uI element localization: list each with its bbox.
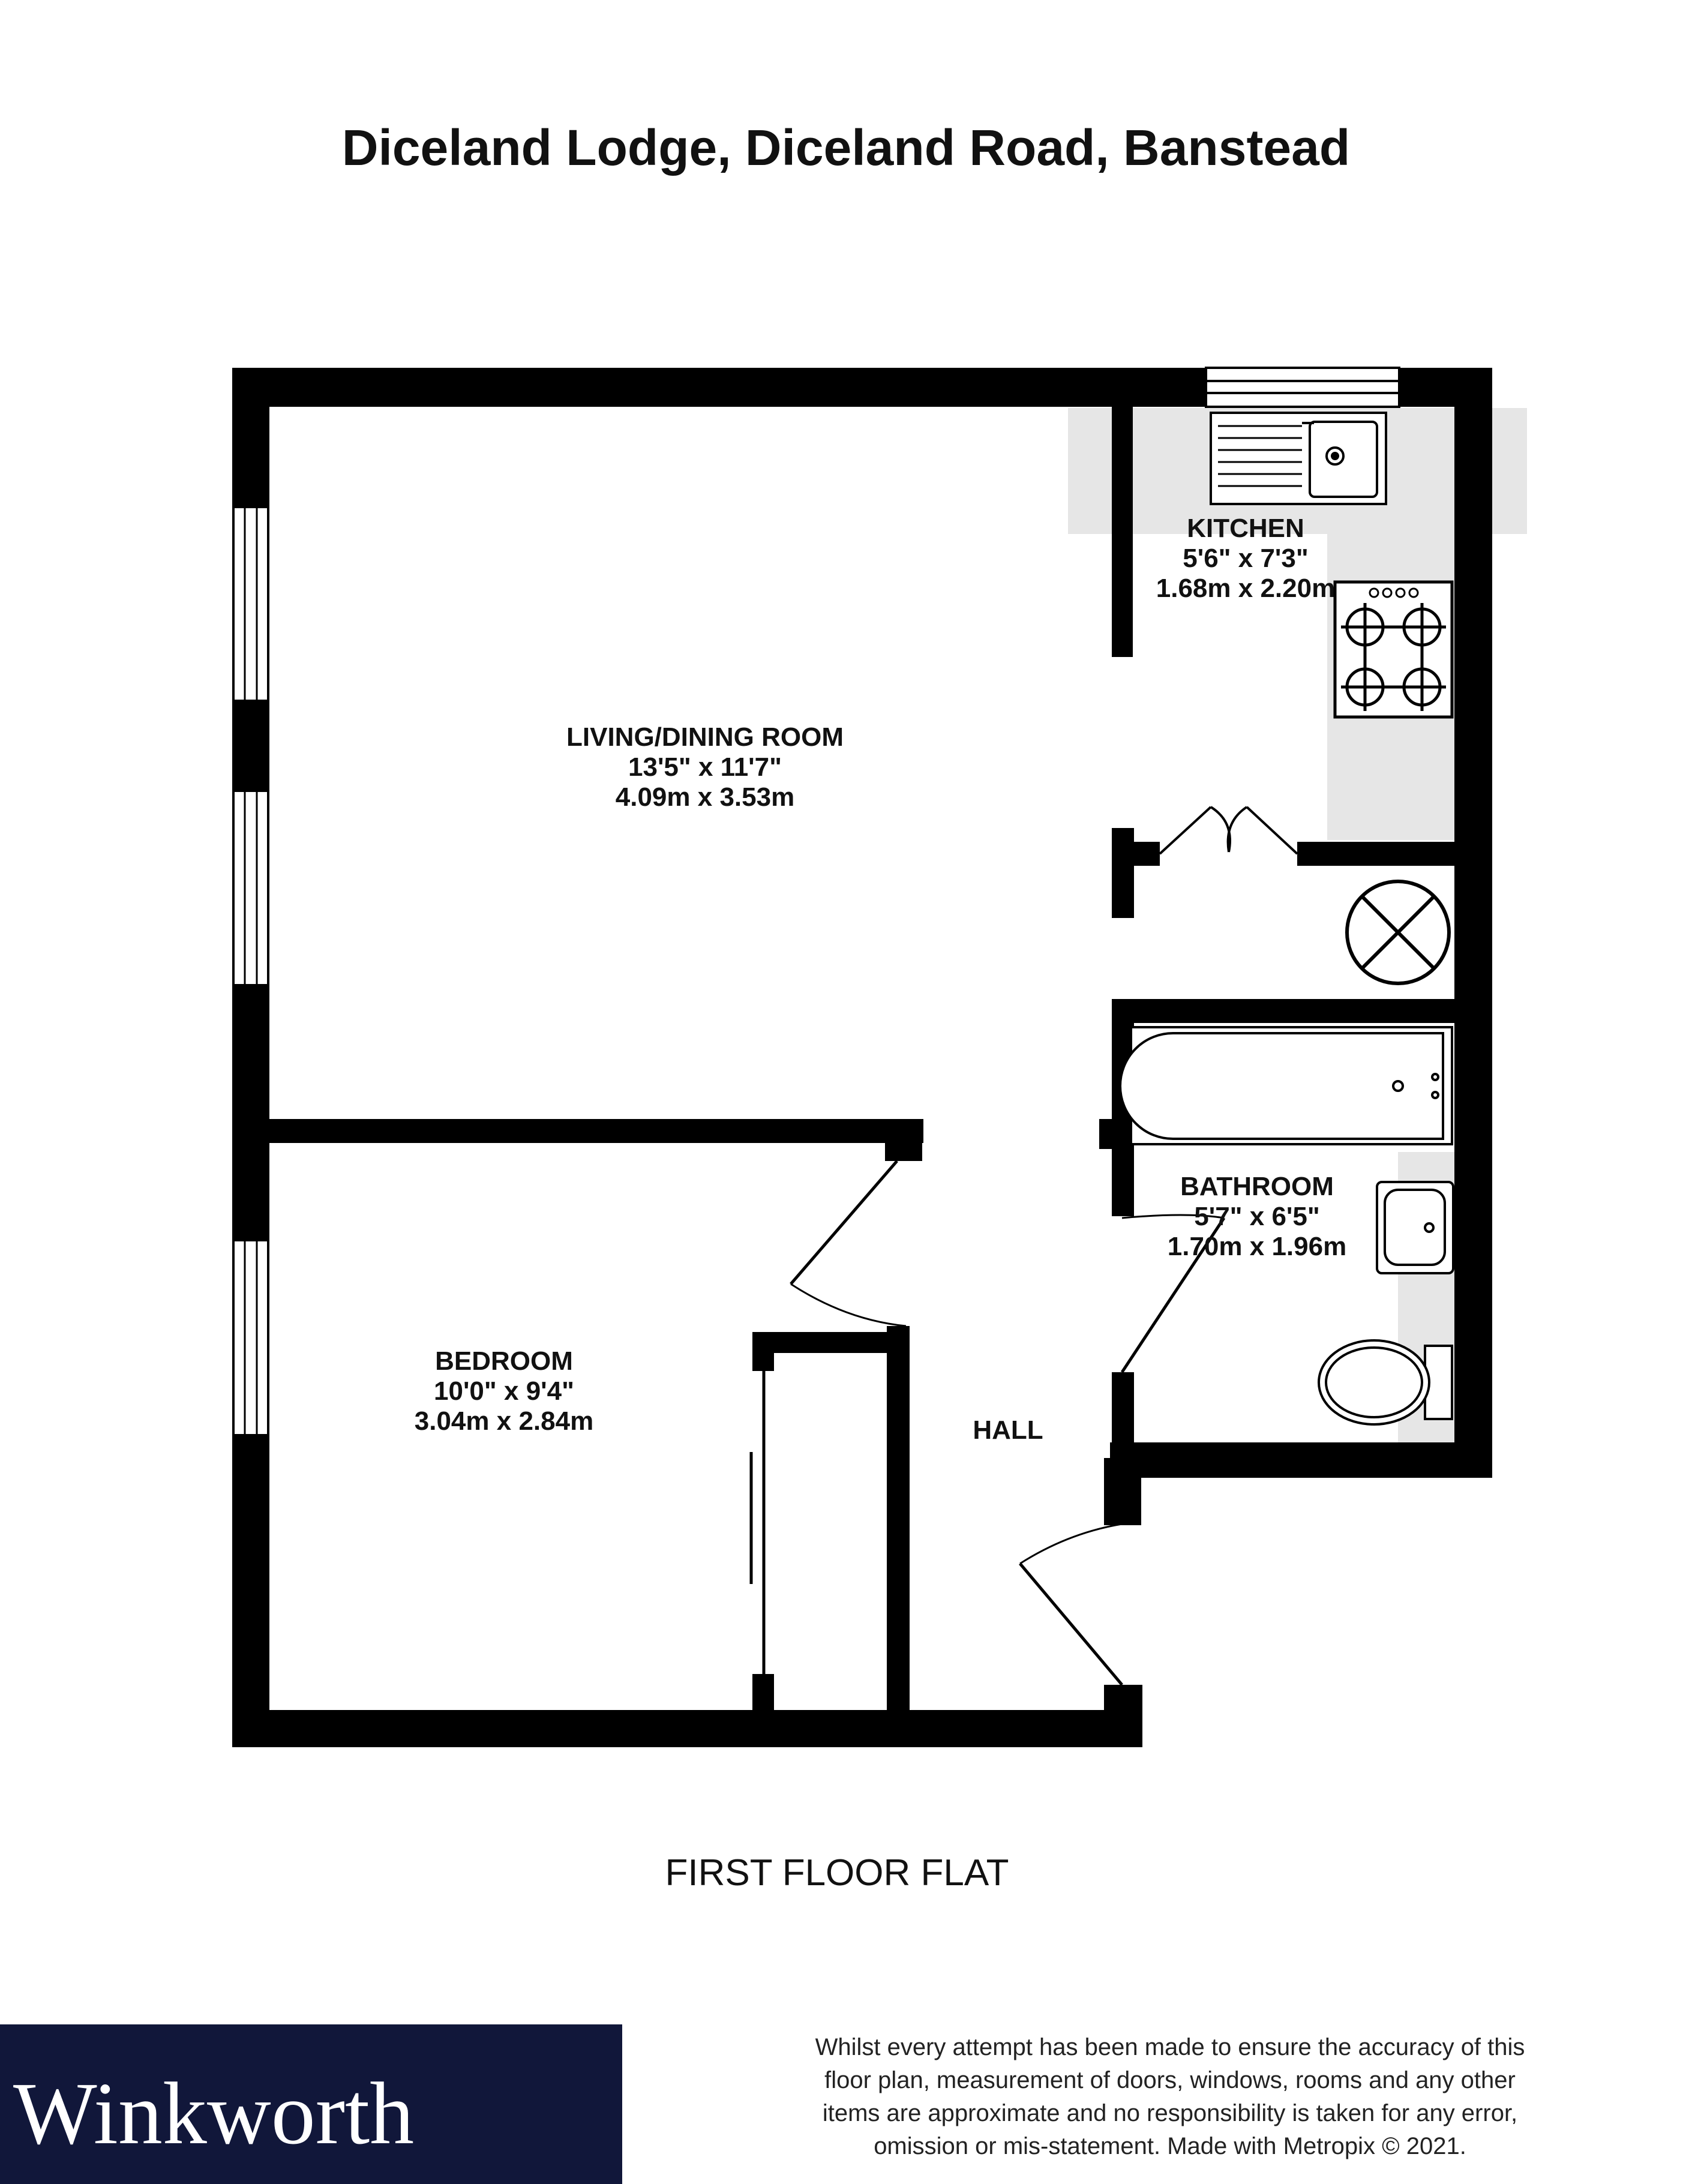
room-label-bathroom: BATHROOM 5'7" x 6'5" 1.70m x 1.96m: [1168, 1172, 1346, 1261]
room-label-kitchen: KITCHEN 5'6" x 7'3" 1.68m x 2.20m: [1156, 514, 1335, 603]
wardrobe-icon: [749, 1353, 766, 1674]
disclaimer: Whilst every attempt has been made to en…: [815, 2034, 1525, 2159]
sink-icon: [1210, 412, 1387, 505]
svg-text:5'6" x 7'3": 5'6" x 7'3": [1183, 544, 1308, 573]
svg-text:10'0" x 9'4": 10'0" x 9'4": [434, 1376, 574, 1406]
basin-icon: [1376, 1181, 1454, 1274]
svg-text:Whilst every attempt has been: Whilst every attempt has been made to en…: [815, 2034, 1525, 2060]
svg-text:floor plan, measurement of doo: floor plan, measurement of doors, window…: [824, 2067, 1516, 2093]
svg-text:13'5" x 11'7": 13'5" x 11'7": [628, 752, 782, 782]
svg-text:5'7" x 6'5": 5'7" x 6'5": [1194, 1202, 1319, 1231]
brand-panel: [0, 2024, 622, 2184]
toilet-icon: [1318, 1339, 1453, 1426]
svg-text:BEDROOM: BEDROOM: [435, 1346, 573, 1376]
brand-logo: Winkworth: [13, 2065, 414, 2163]
svg-text:1.68m x 2.20m: 1.68m x 2.20m: [1156, 574, 1335, 603]
svg-text:LIVING/DINING ROOM: LIVING/DINING ROOM: [566, 722, 844, 752]
room-label-living: LIVING/DINING ROOM 13'5" x 11'7" 4.09m x…: [566, 722, 844, 812]
svg-text:omission or mis-statement. Mad: omission or mis-statement. Made with Met…: [874, 2133, 1466, 2159]
svg-text:items are approximate and no r: items are approximate and no responsibil…: [823, 2100, 1517, 2126]
boiler-icon: [1345, 880, 1451, 985]
svg-text:1.70m x 1.96m: 1.70m x 1.96m: [1168, 1232, 1346, 1261]
page-title: Diceland Lodge, Diceland Road, Banstead: [342, 119, 1350, 176]
left-windows: [232, 506, 269, 1436]
window-1: [232, 506, 269, 702]
svg-text:3.04m x 2.84m: 3.04m x 2.84m: [415, 1406, 593, 1436]
svg-text:KITCHEN: KITCHEN: [1187, 514, 1304, 543]
window-2: [232, 790, 269, 986]
room-label-bedroom: BEDROOM 10'0" x 9'4" 3.04m x 2.84m: [415, 1346, 593, 1436]
walls: [232, 368, 1492, 1747]
kitchen-window: [1205, 367, 1400, 408]
room-label-hall: HALL: [973, 1415, 1043, 1445]
floor-label: FIRST FLOOR FLAT: [665, 1852, 1009, 1894]
svg-text:BATHROOM: BATHROOM: [1180, 1172, 1334, 1201]
hob-icon: [1333, 580, 1454, 719]
cupboard-door-icon: [1159, 806, 1298, 855]
bath-icon: [1119, 1026, 1453, 1145]
window-3: [232, 1239, 269, 1436]
svg-text:4.09m x 3.53m: 4.09m x 3.53m: [616, 782, 794, 812]
door-swings: [790, 1160, 1226, 1686]
